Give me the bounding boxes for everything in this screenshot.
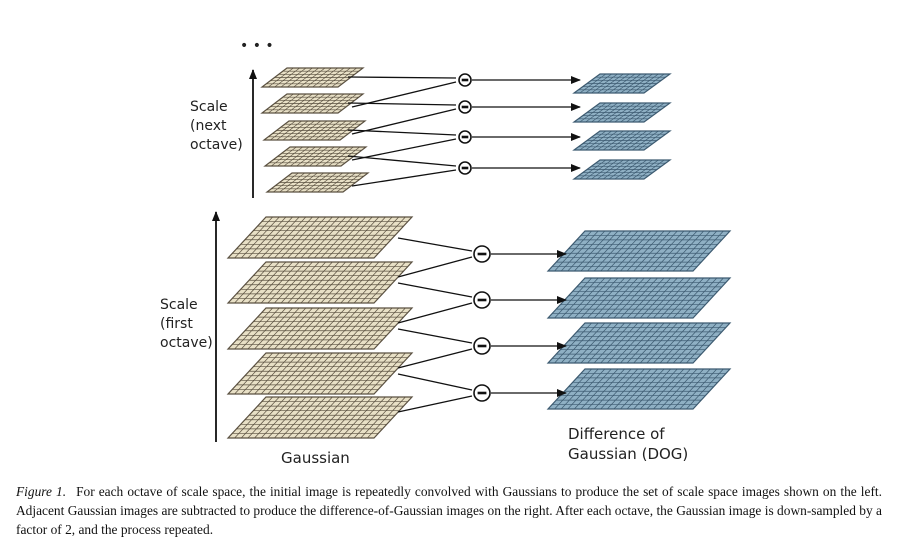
label-first-octave-line-2: (first xyxy=(160,316,193,332)
dog-first-octave-1 xyxy=(546,230,732,272)
upper-link-b-2 xyxy=(351,108,457,135)
dog-first-octave-4 xyxy=(546,368,732,410)
label-next-octave-line-2: (next xyxy=(190,118,227,134)
lower-link-b-2 xyxy=(397,302,473,324)
upper-link-b-3 xyxy=(351,138,457,161)
dog-next-octave-4 xyxy=(572,159,672,180)
gaussian-first-octave-5 xyxy=(226,396,414,439)
lower-link-a-1 xyxy=(397,237,473,252)
dog-next-octave-1 xyxy=(572,73,672,94)
upper-link-a-4 xyxy=(347,155,457,167)
minus-next-octave-3 xyxy=(458,130,472,144)
label-gaussian: Gaussian xyxy=(281,449,350,467)
gaussian-first-octave-1 xyxy=(226,216,414,259)
minus-next-octave-2 xyxy=(458,100,472,114)
label-next-octave: Scale (next octave) xyxy=(190,99,243,153)
gaussian-next-octave-4 xyxy=(263,146,368,167)
gaussian-next-octave-5 xyxy=(265,172,370,193)
caption-text: For each octave of scale space, the init… xyxy=(16,484,882,537)
minus-first-octave-2 xyxy=(473,291,491,309)
label-dog-line-2: Gaussian (DOG) xyxy=(568,445,688,463)
minus-first-octave-1 xyxy=(473,245,491,263)
gaussian-first-octave-2 xyxy=(226,261,414,304)
label-first-octave: Scale (first octave) xyxy=(160,297,213,351)
label-dog-line-1: Difference of xyxy=(568,425,665,443)
dog-first-octave-2 xyxy=(546,277,732,319)
lower-link-b-1 xyxy=(397,256,473,278)
figure-caption: Figure 1.For each octave of scale space,… xyxy=(16,482,882,539)
label-first-octave-line-3: octave) xyxy=(160,335,213,351)
upper-link-b-4 xyxy=(351,169,457,187)
dog-next-octave-2 xyxy=(572,102,672,123)
minus-first-octave-4 xyxy=(473,384,491,402)
caption-label: Figure 1. xyxy=(16,484,67,499)
label-next-octave-line-3: octave) xyxy=(190,137,243,153)
upper-link-a-1 xyxy=(347,76,457,79)
gaussian-next-octave-1 xyxy=(260,67,365,88)
lower-link-a-4 xyxy=(397,373,473,391)
gaussian-next-octave-2 xyxy=(260,93,365,114)
lower-link-b-3 xyxy=(397,348,473,369)
gaussian-first-octave-3 xyxy=(226,307,414,350)
ellipsis: • • • xyxy=(240,38,274,54)
lower-link-a-2 xyxy=(397,282,473,298)
upper-link-a-2 xyxy=(347,102,457,106)
dog-first-octave-3 xyxy=(546,322,732,364)
figure: • • • Scale (next octave) Scale (first o… xyxy=(160,38,732,467)
label-next-octave-line-1: Scale xyxy=(190,99,228,115)
label-first-octave-line-1: Scale xyxy=(160,297,198,313)
minus-next-octave-1 xyxy=(458,73,472,87)
lower-link-a-3 xyxy=(397,328,473,344)
gaussian-first-octave-4 xyxy=(226,352,414,395)
minus-first-octave-3 xyxy=(473,337,491,355)
dog-next-octave-3 xyxy=(572,130,672,151)
upper-link-a-3 xyxy=(347,129,457,136)
lower-link-b-4 xyxy=(397,395,473,413)
gaussian-next-octave-3 xyxy=(262,120,367,141)
label-dog: Difference of Gaussian (DOG) xyxy=(568,425,688,463)
minus-next-octave-4 xyxy=(458,161,472,175)
